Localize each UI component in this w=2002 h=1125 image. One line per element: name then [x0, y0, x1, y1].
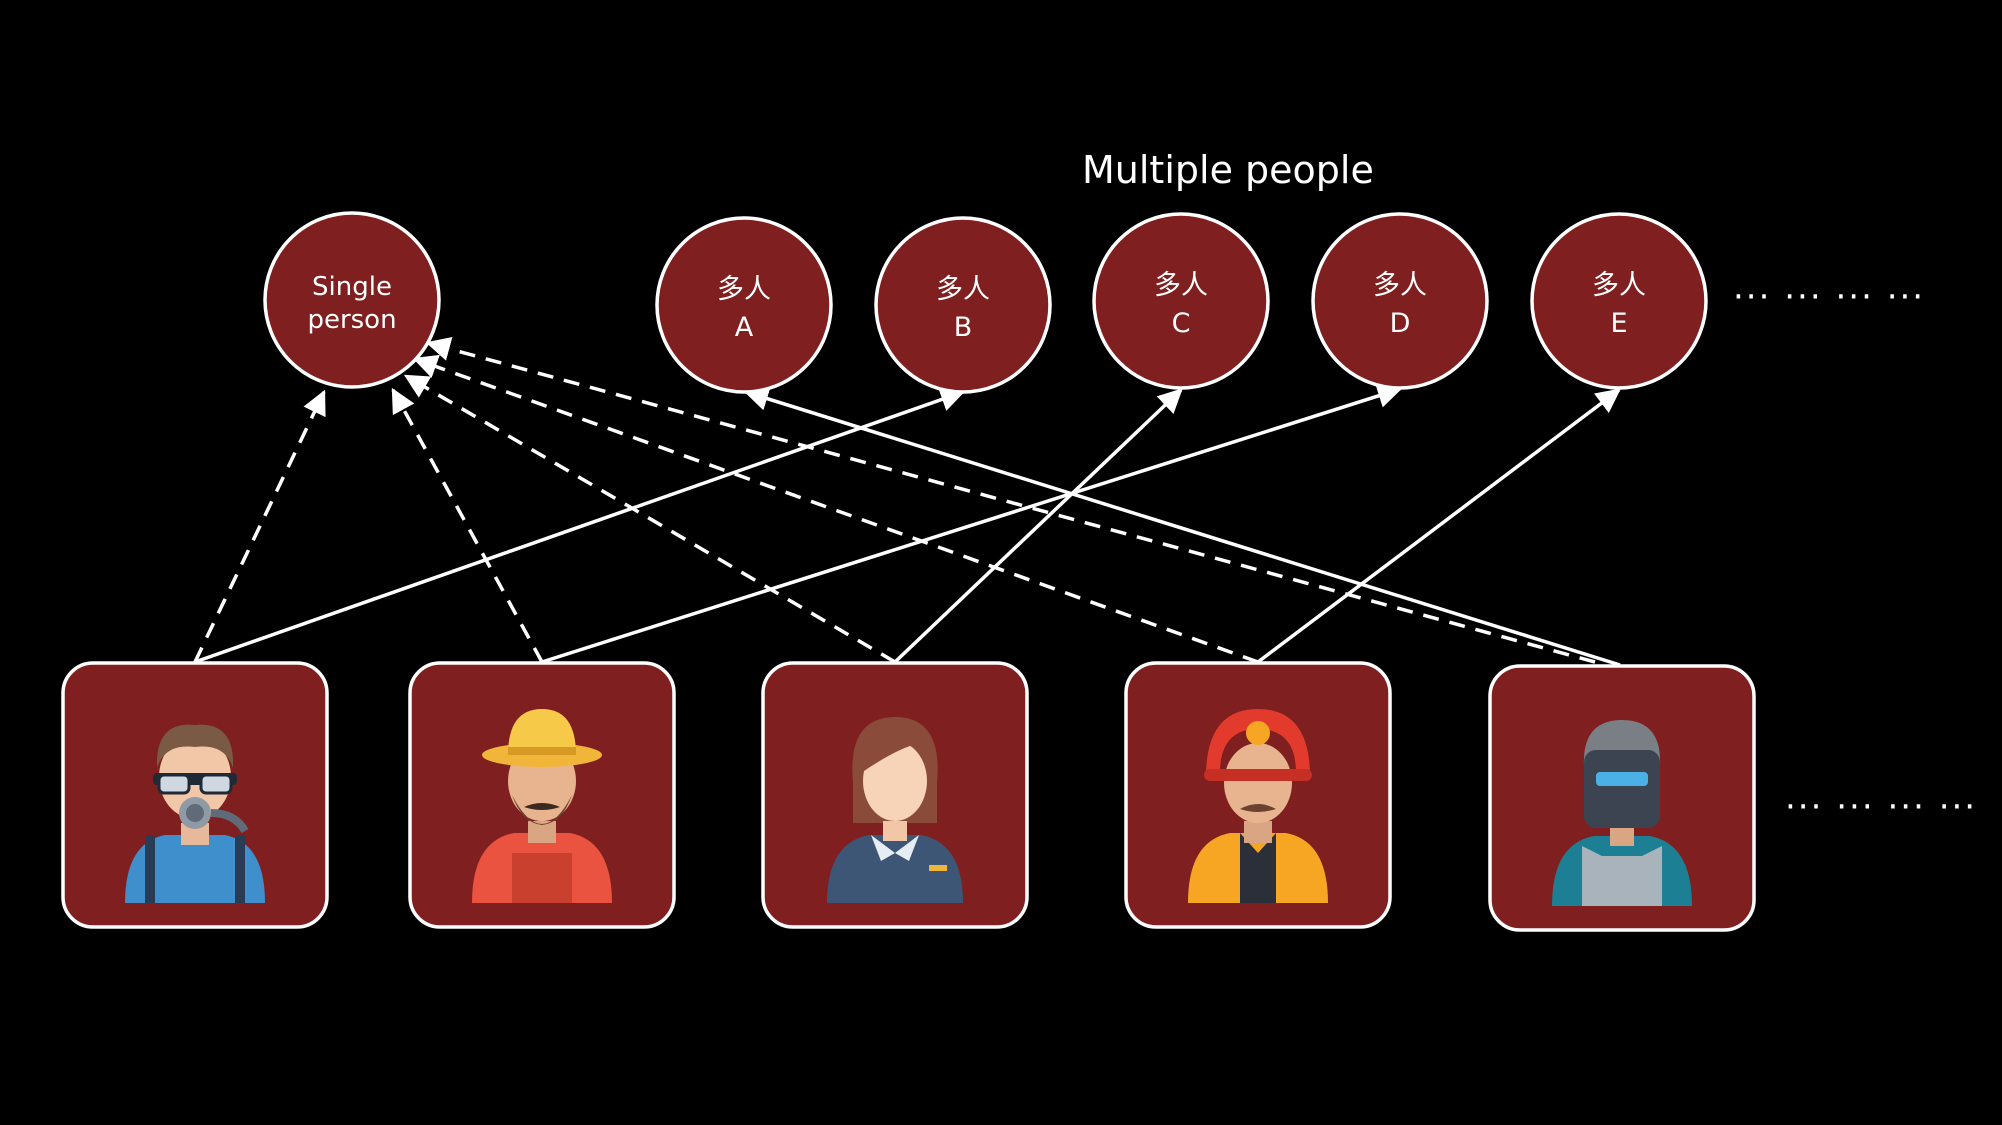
arrow-person3-group-c [893, 388, 1183, 664]
dashed-arrow-person4-single [412, 354, 1259, 664]
group-node-a-label-line2: A [735, 312, 754, 343]
single-person-label-line1: Single [312, 272, 392, 302]
group-node-a: 多人 A [655, 216, 833, 394]
arrow-person2-group-d [541, 384, 1403, 664]
group-node-b-label-line2: B [954, 312, 973, 343]
welder-icon [1552, 720, 1692, 906]
single-person-node: Single person [263, 211, 441, 389]
group-node-c-label-line1: 多人 [1154, 270, 1208, 301]
person-card-1 [61, 661, 329, 929]
person-card-3 [761, 661, 1029, 929]
person-card-2 [408, 661, 676, 929]
firefighter-icon [1188, 709, 1328, 903]
group-node-e-label-line2: E [1610, 308, 1627, 339]
arrow-person4-group-e [1256, 388, 1621, 664]
group-node-d-label-line2: D [1390, 308, 1411, 339]
person-card-5 [1488, 664, 1756, 932]
group-node-d: 多人 D [1311, 212, 1489, 390]
bottom-ellipsis: ··· ··· ··· ··· [1785, 787, 1977, 827]
flight-attendant-icon [827, 717, 963, 903]
group-node-e: 多人 E [1530, 212, 1708, 390]
dashed-arrow-person2-single [391, 387, 544, 663]
arrow-person5-group-a [743, 386, 1621, 667]
group-node-c: 多人 C [1092, 212, 1270, 390]
group-node-d-label-line1: 多人 [1373, 270, 1427, 301]
dashed-arrow-person1-single [193, 389, 326, 663]
dashed-arrow-person5-single [425, 336, 1596, 664]
dashed-arrow-person3-single [403, 374, 896, 664]
person-card-4 [1124, 661, 1392, 929]
group-node-a-label-line1: 多人 [717, 274, 771, 305]
group-node-e-label-line1: 多人 [1592, 270, 1646, 301]
single-person-label-line2: person [307, 305, 396, 335]
group-node-c-label-line2: C [1172, 308, 1191, 339]
group-node-b-label-line1: 多人 [936, 274, 990, 305]
arrow-person1-group-b [194, 387, 966, 664]
top-ellipsis: ··· ··· ··· ··· [1733, 277, 1925, 317]
connectors [193, 336, 1621, 667]
farmer-with-hat-icon [472, 709, 612, 903]
worker-with-respirator-icon [125, 724, 265, 903]
diagram-title: Multiple people [1082, 148, 1374, 192]
group-node-b: 多人 B [874, 216, 1052, 394]
